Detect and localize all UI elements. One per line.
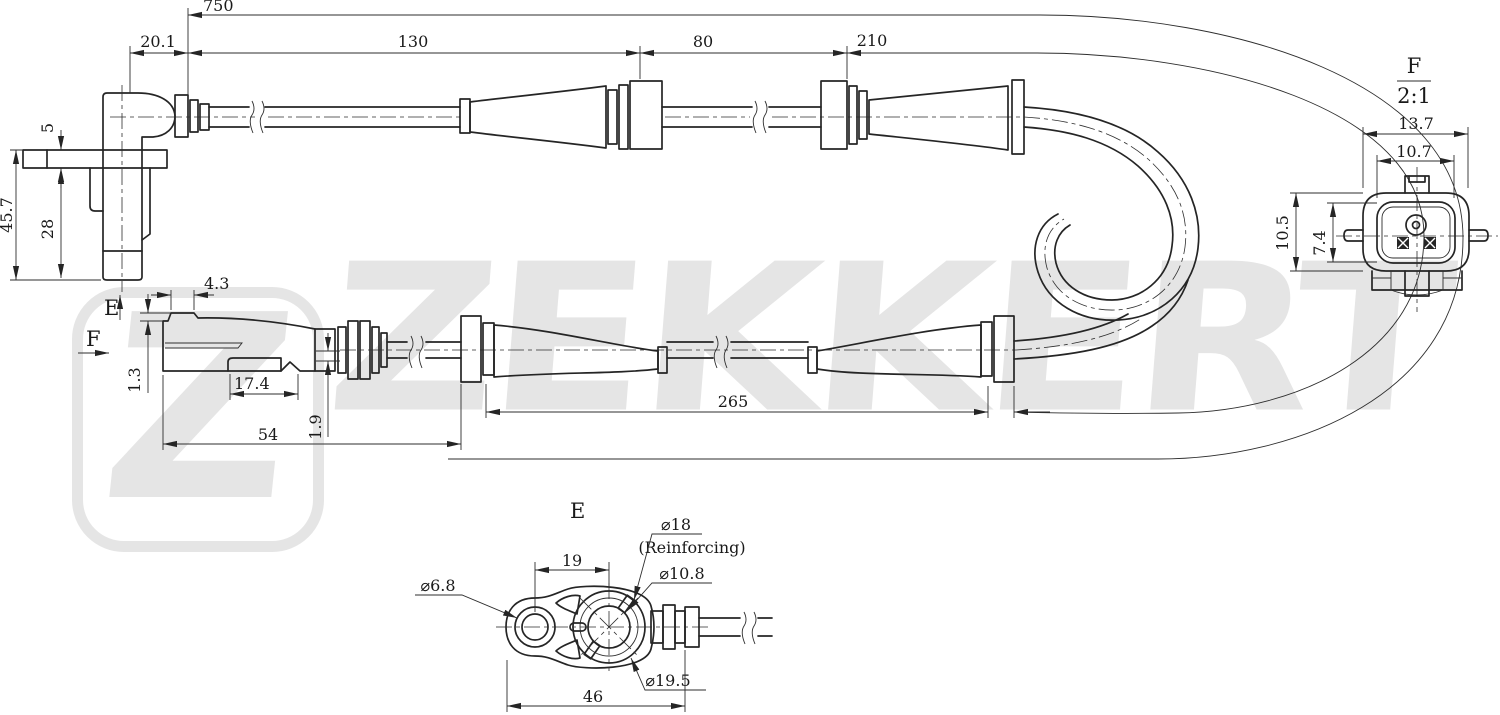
- dim-750: 750: [203, 0, 234, 15]
- dim-7-4: 7.4: [1310, 230, 1329, 255]
- view-arrow-f-label: F: [86, 327, 101, 351]
- dim-1-9: 1.9: [306, 414, 325, 439]
- dim-46: 46: [583, 687, 603, 706]
- dim-80: 80: [693, 32, 713, 51]
- dim-1-3: 1.3: [125, 367, 144, 392]
- top-view-dimensions: 750 20.1 130 80 210 45.7 5 28: [0, 0, 888, 281]
- dim-10-5: 10.5: [1273, 215, 1292, 251]
- dim-210: 210: [857, 31, 888, 50]
- dim-d6-8: ⌀6.8: [420, 576, 455, 595]
- detail-e-title: E: [570, 499, 585, 523]
- note-reinforcing: (Reinforcing): [638, 538, 745, 557]
- side-view-dimensions: 4.3 1.3 17.4 54 1.9 265: [125, 274, 1050, 450]
- dim-54: 54: [258, 425, 278, 444]
- detail-f-title: F: [1407, 54, 1422, 78]
- dim-28: 28: [38, 219, 57, 239]
- sensor-top-view: [22, 85, 255, 292]
- view-arrow-e-label: E: [104, 296, 119, 320]
- dim-5: 5: [38, 123, 57, 133]
- detail-f-scale: 2:1: [1397, 84, 1431, 108]
- dim-19: 19: [562, 551, 582, 570]
- dim-45-7: 45.7: [0, 197, 16, 233]
- dim-17-4: 17.4: [234, 374, 270, 393]
- connector-side-view: [162, 279, 1189, 383]
- dim-20-1: 20.1: [140, 32, 176, 51]
- detail-view-e: E: [415, 499, 773, 712]
- dim-130: 130: [398, 32, 429, 51]
- dim-d10-8: ⌀10.8: [659, 564, 704, 583]
- dim-d19-5: ⌀19.5: [645, 671, 690, 690]
- cable-coil-loop: [188, 11, 1464, 460]
- detail-view-f: F 2:1 13.7 10.7: [1273, 54, 1498, 312]
- dim-13-7: 13.7: [1398, 114, 1434, 133]
- dim-265: 265: [718, 392, 749, 411]
- cable-top-run: [208, 79, 1025, 155]
- dim-10-7: 10.7: [1396, 142, 1432, 161]
- dim-d18: ⌀18: [661, 515, 691, 534]
- dim-4-3: 4.3: [204, 274, 229, 293]
- view-direction-arrows: E F: [78, 295, 124, 357]
